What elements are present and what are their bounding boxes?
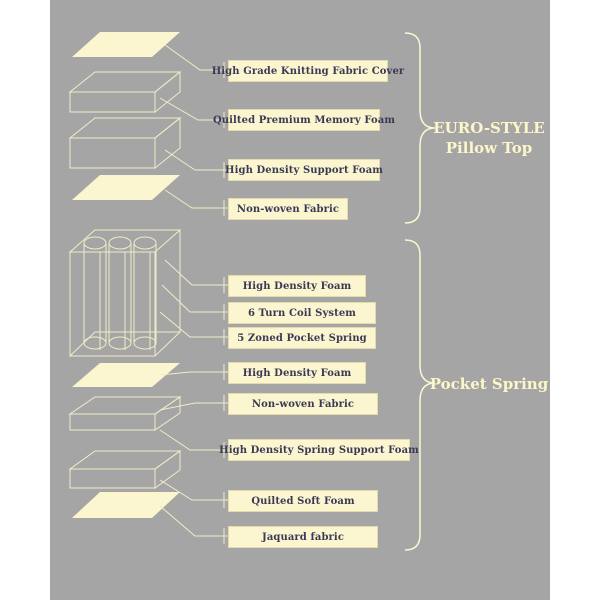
leader-line-3: [164, 149, 228, 171]
layer-label-high-density-foam-bottom: High Density Foam: [228, 362, 366, 384]
group-title-euro-style-line1: EURO-STYLE: [433, 119, 545, 137]
group-title-pocket-spring: Pocket Spring: [428, 374, 550, 394]
layer-label-support-foam: High Density Support Foam: [225, 159, 383, 181]
layer-label-coil-system: 6 Turn Coil System: [228, 302, 376, 324]
bracket-euro-style: [404, 32, 436, 224]
quilted-soft-foam-sheet: [72, 492, 180, 518]
non-woven-fabric-layer: [68, 396, 182, 431]
group-title-euro-style: EURO-STYLE Pillow Top: [428, 118, 550, 158]
support-foam-layer: [68, 116, 182, 170]
layer-label-high-density-foam-top: High Density Foam: [228, 275, 366, 297]
leader-line-11: [159, 479, 228, 501]
leader-line-8: [159, 371, 228, 376]
non-woven-fabric-sheet-top: [72, 175, 180, 200]
layer-label-non-woven-fabric-lower: Non-woven Fabric: [228, 393, 378, 415]
spring-support-foam-layer: [68, 450, 182, 489]
high-density-foam-sheet: [72, 363, 180, 387]
leader-line-12: [159, 505, 228, 537]
fabric-cover-sheet: [72, 32, 180, 57]
layer-label-jaquard-fabric: Jaquard fabric: [228, 526, 378, 548]
leader-line-2: [159, 97, 228, 121]
bracket-pocket-spring: [404, 239, 436, 551]
leader-line-10: [159, 429, 228, 451]
leader-line-1: [164, 44, 228, 71]
layer-label-spring-support-foam: High Density Spring Support Foam: [219, 439, 419, 461]
leader-line-5: [164, 259, 228, 286]
leader-line-4: [164, 189, 228, 209]
leader-line-6: [161, 284, 228, 313]
leader-line-9: [159, 402, 228, 411]
layer-label-quilted-soft-foam: Quilted Soft Foam: [228, 490, 378, 512]
layer-label-fabric-cover: High Grade Knitting Fabric Cover: [212, 60, 404, 82]
layer-label-memory-foam: Quilted Premium Memory Foam: [213, 109, 395, 131]
pocket-spring-unit: [68, 229, 182, 357]
group-title-euro-style-line2: Pillow Top: [445, 139, 533, 157]
leader-line-7: [159, 311, 228, 338]
memory-foam-layer: [68, 70, 182, 114]
group-title-pocket-spring-line1: Pocket Spring: [429, 375, 549, 393]
layer-label-non-woven-fabric: Non-woven Fabric: [228, 198, 348, 220]
layer-label-pocket-spring: 5 Zoned Pocket Spring: [228, 327, 376, 349]
